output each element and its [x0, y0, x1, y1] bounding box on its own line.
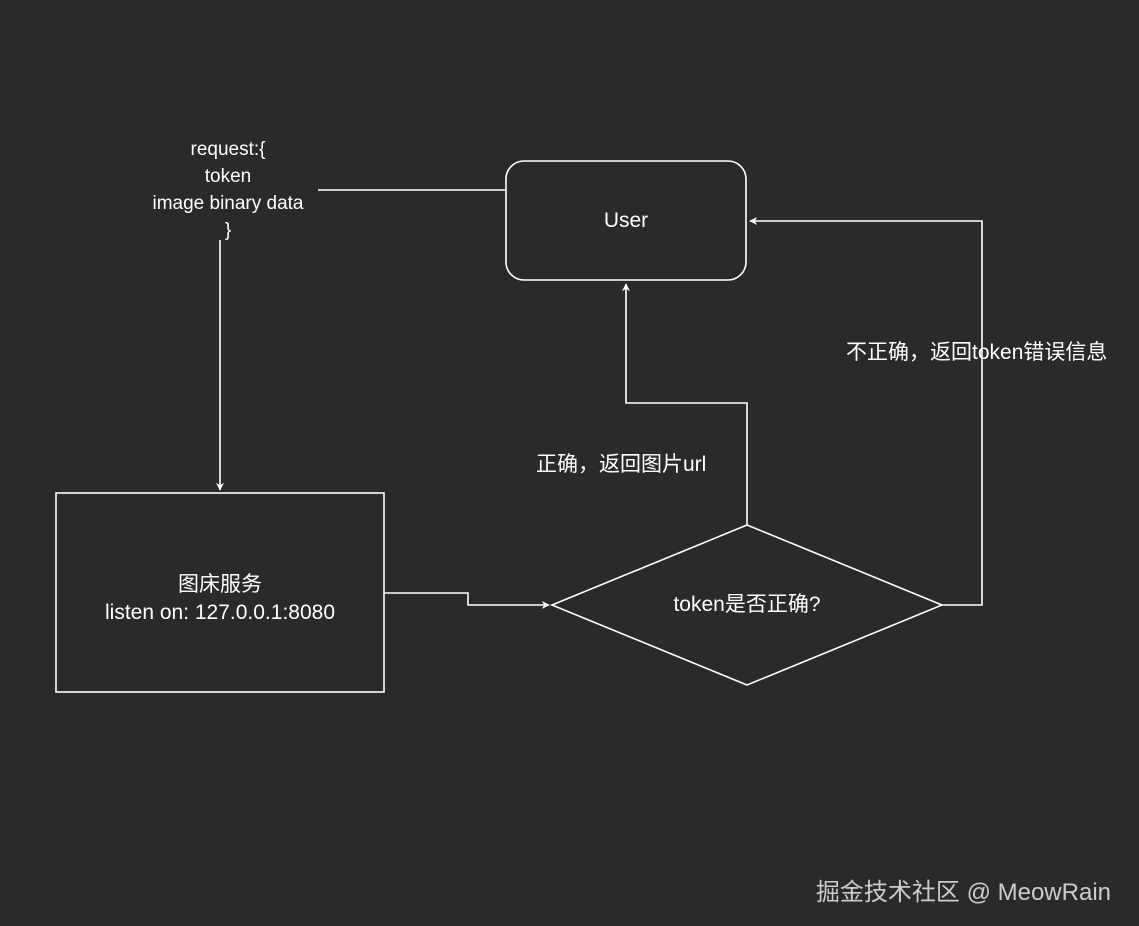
request-label: request:{ token image binary data } [128, 136, 328, 244]
decision-label: token是否正确? [673, 593, 821, 616]
user-node[interactable] [505, 160, 747, 281]
edge-service-to-decision [384, 592, 550, 609]
request-line-2: token [204, 166, 252, 187]
service-address: listen on: 127.0.0.1:8080 [104, 601, 335, 624]
decision-node[interactable] [549, 524, 945, 686]
edge-decision-to-user-incorrect [749, 217, 983, 606]
edge-label-correct: 正确，返回图片url [536, 453, 707, 476]
service-title: 图床服务 [178, 573, 262, 596]
edge-label-incorrect: 不正确，返回token错误信息 [846, 341, 1108, 364]
edge-decision-to-user-correct [622, 283, 748, 525]
user-label: User [603, 209, 649, 232]
request-line-4: } [224, 220, 232, 241]
watermark: 掘金技术社区 @ MeowRain [815, 879, 1111, 906]
request-line-3: image binary data [152, 193, 304, 214]
request-line-1: request:{ [190, 139, 266, 160]
